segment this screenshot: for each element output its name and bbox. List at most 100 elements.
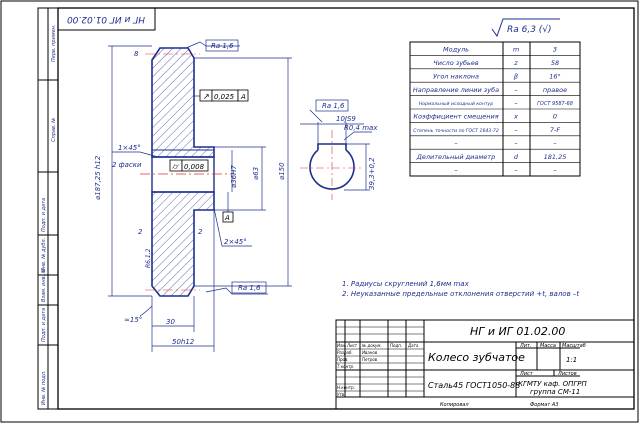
params-cell-sym: x xyxy=(513,113,518,121)
tb-tkontr: Т.контр. xyxy=(337,364,354,369)
tb-prov: Пров. xyxy=(337,357,349,362)
strip-sprav: Справ. № xyxy=(51,118,57,142)
params-cell-val: ГОСТ 9587-68 xyxy=(537,101,573,107)
tol-sym: 0,008 xyxy=(184,163,205,171)
tb-sheet: Лист xyxy=(519,371,534,377)
tol-sym-icon: ⌭ xyxy=(172,162,179,171)
params-cell-name: – xyxy=(454,139,457,147)
params-cell-sym: z xyxy=(513,59,518,67)
params-cell-name: Число зубьев xyxy=(433,59,479,67)
params-cell-sym: β xyxy=(514,72,518,80)
params-cell-name: Модуль xyxy=(443,46,469,54)
dim-angle: ≈15° xyxy=(124,316,142,324)
params-cell-name: – xyxy=(454,166,457,174)
tb-utv: Утв. xyxy=(337,392,345,397)
strip-perv-primen: Перв. примен. xyxy=(51,24,57,62)
tb-org1: КГМТУ каф. ОПГРП xyxy=(518,380,588,388)
params-cell-val: 3 xyxy=(553,46,557,54)
tb-nkontr: Н.контр. xyxy=(337,385,355,390)
tb-mass: Масса xyxy=(540,343,556,349)
dim-two-a: 2 xyxy=(138,228,143,236)
tb-data: Дата xyxy=(407,343,419,348)
params-cell-val: правое xyxy=(543,86,567,94)
stamp-top-text: НГ и ИГ 01.02.00 xyxy=(67,14,145,24)
roughness-lower: Ra 1,6 xyxy=(238,284,261,292)
title-block xyxy=(335,319,635,410)
dim-chamfer1: 1×45° xyxy=(118,144,141,152)
tb-name: Колесо зубчатое xyxy=(428,351,525,364)
params-cell-sym: – xyxy=(514,139,517,147)
roughness-general: Ra 6,3 (√) xyxy=(507,24,552,35)
params-cell-name: Угол наклона xyxy=(433,72,479,80)
params-cell-val: 7-F xyxy=(550,126,560,134)
params-cell-val: 0 xyxy=(553,113,557,121)
tb-name2: Петров xyxy=(362,357,378,362)
tb-sheets: Листов xyxy=(557,371,577,377)
tb-scale: Масштаб xyxy=(562,343,586,349)
dim-chamfer2: 2×45° xyxy=(224,238,247,246)
params-cell-val: 58 xyxy=(551,59,559,67)
tb-format: Формат А3 xyxy=(530,402,558,408)
params-cell-name: Степень точности по ГОСТ 1643-72 xyxy=(413,128,499,134)
tb-izm: Изм. xyxy=(337,343,346,348)
tol-runout-base: A xyxy=(240,93,246,101)
gear-section: ⌀187,25 h12 8 1×45° 2 фаски ⌀36H7 ⌀63 ⌀1… xyxy=(94,39,292,352)
tb-list: Лист xyxy=(346,343,358,348)
dim-d36: ⌀36H7 xyxy=(230,165,238,188)
tb-podp: Подп. xyxy=(390,343,402,348)
strip-inv-dubl: Инв. № дубл. xyxy=(41,238,47,272)
tb-lit: Лит. xyxy=(519,343,532,349)
params-cell-name: Направление линии зуба xyxy=(413,86,499,94)
note-1: 1. Радиусы скруглений 1,6мм max xyxy=(342,280,470,288)
tb-org2: группа СМ-11 xyxy=(530,388,580,396)
roughness-key: Ra 1,6 xyxy=(322,102,345,110)
strip-podp2: Подп. и дата xyxy=(41,308,47,342)
params-cell-val: 181,25 xyxy=(544,153,567,161)
params-cell-sym: m xyxy=(513,46,519,54)
tol-runout-sym: ↗ xyxy=(203,92,210,101)
dim-d150: ⌀150 xyxy=(278,162,286,180)
roughness-face: Ra 1,6 xyxy=(211,42,234,50)
strip-inv-podl: Инв. № подл. xyxy=(41,371,47,406)
tb-ndoc: № докум. xyxy=(361,343,382,348)
dim-chamfer-note: 2 фаски xyxy=(112,161,142,169)
dim-outer-diameter: ⌀187,25 h12 xyxy=(94,155,102,200)
tb-name1: Иванов xyxy=(362,350,378,355)
params-cell-val: 16° xyxy=(549,72,561,80)
dim-key-width: 10JS9 xyxy=(336,115,356,123)
dim-w50: 50h12 xyxy=(172,338,195,346)
dim-r1: R6,1,2 xyxy=(145,248,152,268)
tol-runout: 0,025 xyxy=(214,93,235,101)
gear-bore xyxy=(151,156,215,193)
hub-end-view: Ra 1,6 10JS9 R0,4 max 39,3+0,2 xyxy=(300,99,378,200)
stamp-top-box xyxy=(57,7,156,31)
params-cell-name: Нормальный исходный контур xyxy=(419,101,493,107)
params-cell-name: Делительный диаметр xyxy=(416,153,495,161)
gear-body-upper xyxy=(151,47,215,158)
params-cell-sym: – xyxy=(514,166,517,174)
tb-scale-val: 1:1 xyxy=(566,356,577,364)
strip-podp1: Подп. и дата xyxy=(41,198,47,232)
tb-material: Сталь45 ГОСТ1050-88 xyxy=(428,381,520,390)
params-cell-val: – xyxy=(553,139,556,147)
base-a: A xyxy=(224,214,230,222)
gear-body-lower xyxy=(151,191,215,297)
tb-razrab: Разраб. xyxy=(337,350,353,355)
roughness-general-symbol xyxy=(491,18,560,38)
strip-vzam: Взам. инв. № xyxy=(41,268,47,302)
params-cell-val: – xyxy=(553,166,556,174)
dim-key-height: 39,3+0,2 xyxy=(368,157,376,190)
dim-a: 8 xyxy=(134,50,139,58)
params-cell-sym: – xyxy=(514,86,517,94)
dim-key-radius: R0,4 max xyxy=(344,124,378,132)
params-cell-name: Коэффициент смещения xyxy=(413,113,498,121)
tb-doc-code: НГ и ИГ 01.02.00 xyxy=(470,325,565,338)
params-cell-sym: – xyxy=(514,99,517,107)
dim-d63: ⌀63 xyxy=(252,167,260,180)
dim-two-b: 2 xyxy=(198,228,203,236)
params-cell-sym: d xyxy=(514,153,519,161)
tb-copied: Копировал xyxy=(440,402,469,408)
